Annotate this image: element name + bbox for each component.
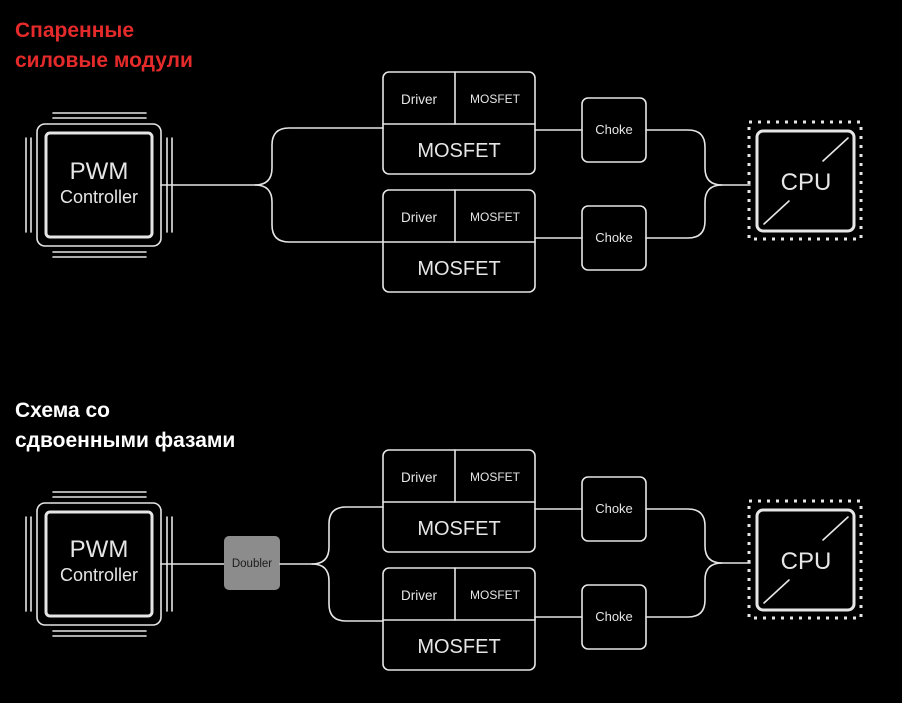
connector-pwm-to-lower-module bbox=[254, 184, 384, 243]
diagram-title-line-2: сдвоенными фазами bbox=[15, 429, 235, 452]
cpu-dotted-pin-border bbox=[747, 120, 863, 241]
choke-label: Choke bbox=[595, 230, 633, 245]
connector-doubler-to-upper-module bbox=[279, 506, 384, 565]
doubler-box bbox=[224, 536, 280, 590]
cpu-chip-outline bbox=[755, 129, 856, 233]
driver-label: Driver bbox=[401, 210, 438, 225]
cpu-dotted-pin-border bbox=[747, 499, 863, 620]
mosfet-small-label: MOSFET bbox=[470, 92, 521, 106]
mosfet-small-label: MOSFET bbox=[470, 588, 521, 602]
choke-label: Choke bbox=[595, 609, 633, 624]
diagram-title-line-2: силовые модули bbox=[15, 49, 193, 72]
cpu-chip-icon: CPU bbox=[747, 499, 863, 620]
driver-label: Driver bbox=[401, 470, 438, 485]
chip-outer-outline bbox=[36, 123, 162, 247]
diagram-title-line-1: Спаренные bbox=[15, 19, 134, 42]
mosfet-small-label: MOSFET bbox=[470, 210, 521, 224]
power-module-upper: Driver MOSFET MOSFET bbox=[382, 71, 536, 175]
choke-label: Choke bbox=[595, 122, 633, 137]
cpu-diagonal-upper bbox=[822, 516, 849, 541]
cpu-diagonal-lower bbox=[763, 200, 790, 225]
cpu-diagonal-lower bbox=[763, 579, 790, 604]
power-module-upper: Driver MOSFET MOSFET bbox=[382, 449, 536, 553]
chip-outer-outline bbox=[36, 502, 162, 626]
choke-lower: Choke bbox=[581, 584, 647, 650]
connector-lower-choke-to-cpu bbox=[645, 562, 723, 618]
module-outline bbox=[382, 567, 536, 671]
diagram-paired-power-modules: Спаренные силовые модули PWM Controller … bbox=[15, 19, 863, 293]
cpu-chip-outline bbox=[755, 508, 856, 612]
mosfet-large-label: MOSFET bbox=[417, 636, 500, 658]
mosfet-large-label: MOSFET bbox=[417, 518, 500, 540]
module-outline bbox=[382, 189, 536, 293]
cpu-diagonal-upper bbox=[822, 137, 849, 162]
pwm-label: PWM bbox=[70, 536, 129, 563]
cpu-chip-icon: CPU bbox=[747, 120, 863, 241]
cpu-label: CPU bbox=[781, 548, 832, 575]
diagram-title-line-1: Схема со bbox=[15, 399, 110, 422]
pwm-controller-chip-icon: PWM Controller bbox=[25, 491, 173, 637]
choke-upper: Choke bbox=[581, 476, 647, 542]
driver-label: Driver bbox=[401, 588, 438, 603]
connector-doubler-to-lower-module bbox=[311, 563, 384, 622]
power-module-lower: Driver MOSFET MOSFET bbox=[382, 567, 536, 671]
mosfet-small-label: MOSFET bbox=[470, 470, 521, 484]
mosfet-large-label: MOSFET bbox=[417, 140, 500, 162]
module-outline bbox=[382, 449, 536, 553]
connector-pwm-to-upper-module bbox=[160, 127, 384, 186]
choke-label: Choke bbox=[595, 501, 633, 516]
pwm-controller-chip-icon: PWM Controller bbox=[25, 112, 173, 258]
connector-upper-choke-to-cpu bbox=[645, 129, 751, 186]
cpu-label: CPU bbox=[781, 169, 832, 196]
doubler-block: Doubler bbox=[224, 536, 280, 590]
choke-lower: Choke bbox=[581, 205, 647, 271]
connector-upper-choke-to-cpu bbox=[645, 508, 751, 564]
chip-inner-outline bbox=[44, 510, 154, 618]
driver-label: Driver bbox=[401, 92, 438, 107]
controller-label: Controller bbox=[60, 187, 138, 207]
pwm-label: PWM bbox=[70, 158, 129, 185]
module-outline bbox=[382, 71, 536, 175]
doubler-label: Doubler bbox=[232, 558, 272, 570]
connector-lower-choke-to-cpu bbox=[645, 184, 723, 239]
power-module-lower: Driver MOSFET MOSFET bbox=[382, 189, 536, 293]
controller-label: Controller bbox=[60, 565, 138, 585]
mosfet-large-label: MOSFET bbox=[417, 258, 500, 280]
choke-upper: Choke bbox=[581, 97, 647, 163]
diagram-doubled-phases: Схема со сдвоенными фазами PWM Controlle… bbox=[15, 399, 863, 671]
chip-inner-outline bbox=[44, 131, 154, 239]
